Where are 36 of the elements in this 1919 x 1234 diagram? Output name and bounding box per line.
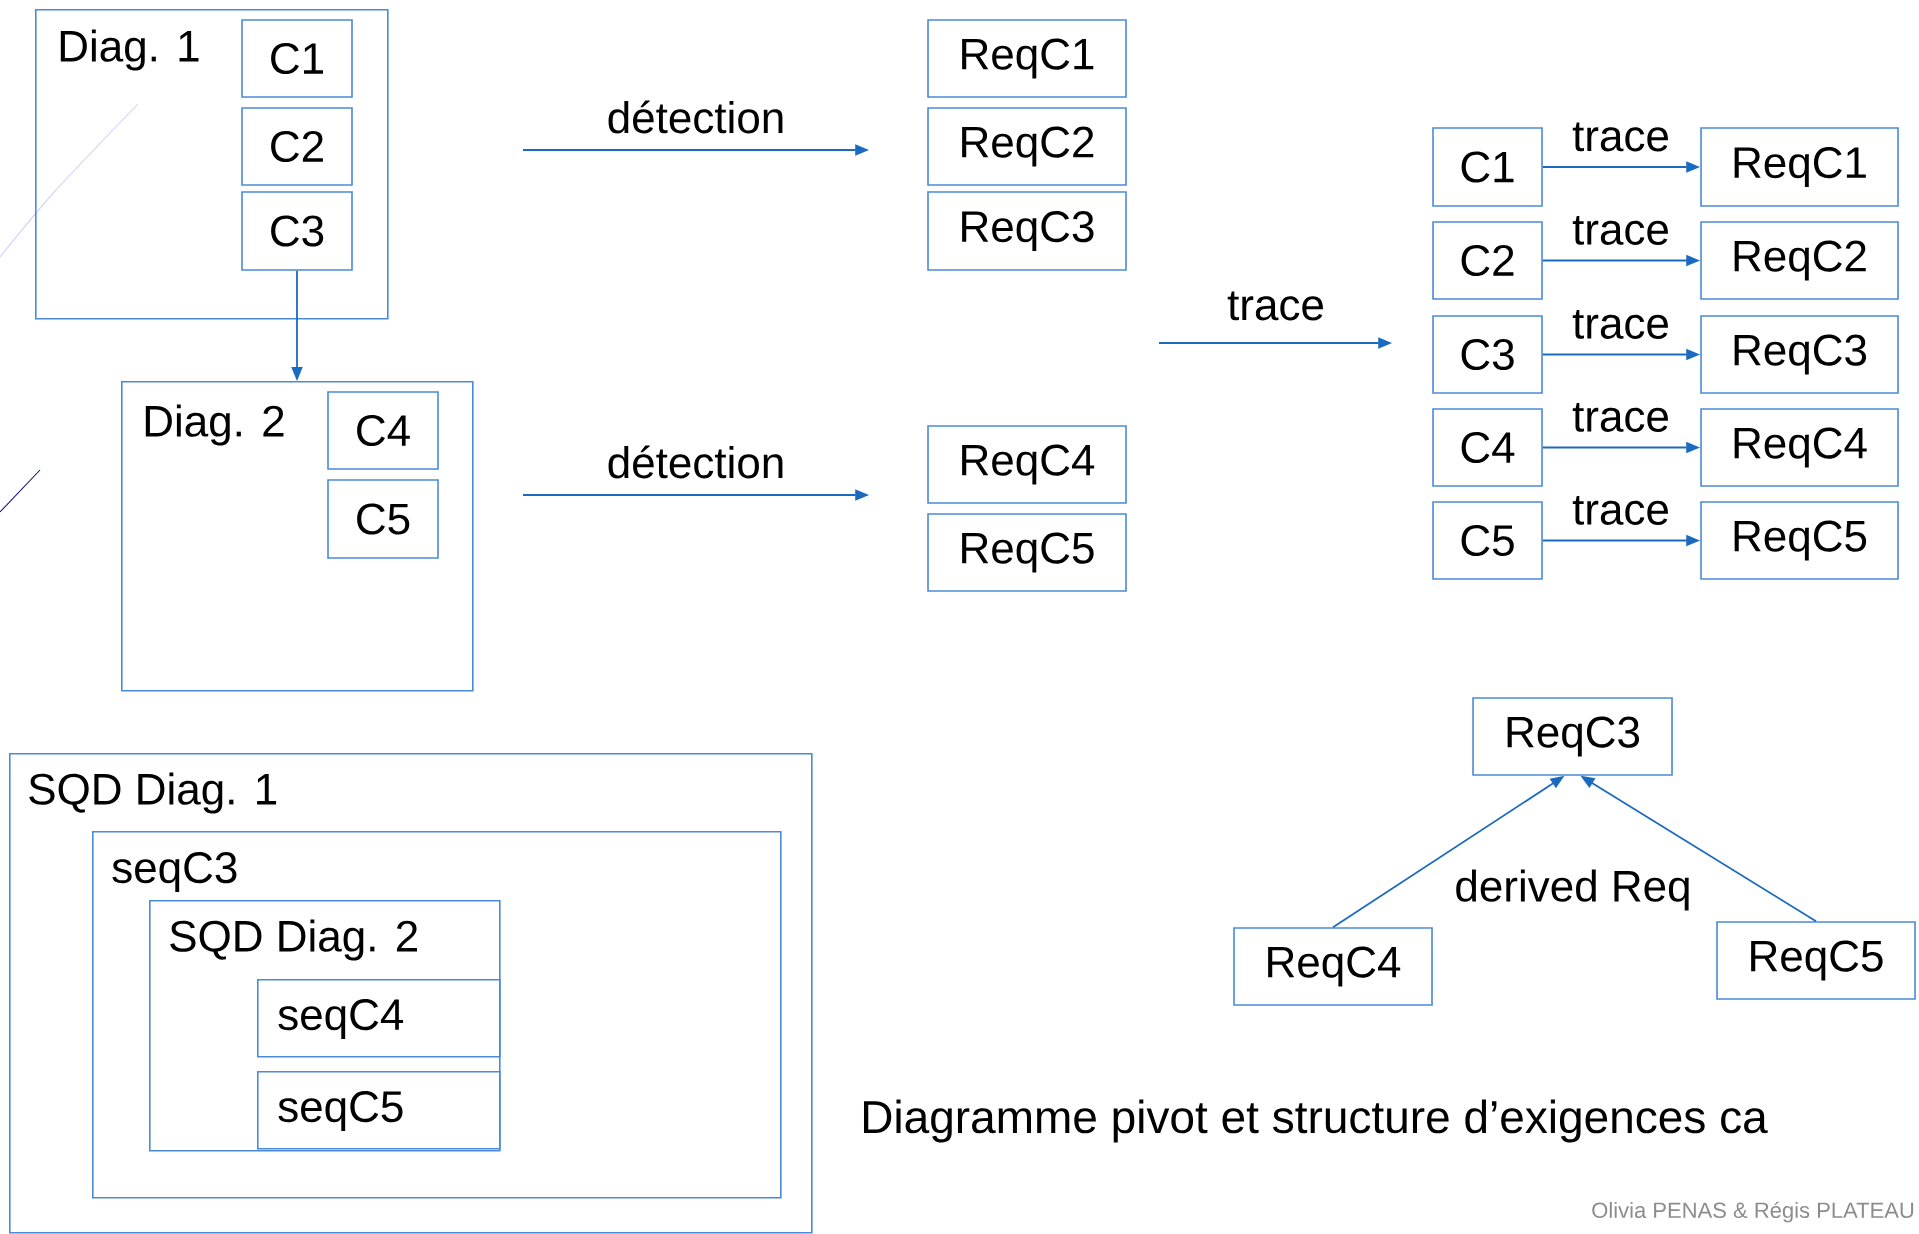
component-box: C4 (327, 391, 439, 470)
edge-label: trace (1572, 496, 1668, 525)
diagram-frame: seqC5 (257, 1071, 501, 1150)
edge-label: détection (608, 100, 783, 134)
requirement-box: ReqC3 (1700, 315, 1899, 394)
caption: Diagramme pivot et structure d’exigences ca (864, 1099, 1768, 1143)
edge-label: trace (1227, 291, 1323, 321)
component-box: C3 (1432, 315, 1543, 394)
requirement-box: ReqC2 (1700, 221, 1899, 300)
component-box: C2 (241, 107, 353, 186)
component-box: C4 (1432, 408, 1543, 487)
edge-label: détection (608, 445, 783, 479)
requirement-box: ReqC5 (1716, 921, 1916, 1000)
component-box: C2 (1432, 221, 1543, 300)
author-credit: Olivia PENAS & Régis PLATEAU (1592, 1201, 1914, 1223)
component-box: C5 (327, 479, 439, 559)
requirement-box: ReqC5 (927, 513, 1127, 592)
requirement-box: ReqC2 (927, 107, 1127, 186)
edge-label: trace (1572, 403, 1668, 432)
component-box: C1 (241, 19, 353, 98)
requirement-box: ReqC3 (1472, 697, 1673, 776)
diagram-frame: seqC4 (257, 979, 501, 1058)
requirement-box: ReqC5 (1700, 501, 1899, 580)
component-box: C5 (1432, 501, 1543, 580)
requirement-box: ReqC3 (927, 191, 1127, 271)
requirement-box: ReqC4 (1700, 408, 1899, 487)
requirement-box: ReqC4 (927, 425, 1127, 504)
requirement-box: ReqC1 (927, 19, 1127, 98)
edge-label: derived Req (1456, 869, 1689, 911)
edge-label: trace (1572, 216, 1668, 245)
requirement-box: ReqC4 (1233, 927, 1433, 1006)
requirement-box: ReqC1 (1700, 127, 1899, 207)
component-box: C3 (241, 191, 353, 271)
edge-label: trace (1572, 310, 1668, 339)
edge-label: trace (1572, 122, 1668, 152)
component-box: C1 (1432, 127, 1543, 207)
